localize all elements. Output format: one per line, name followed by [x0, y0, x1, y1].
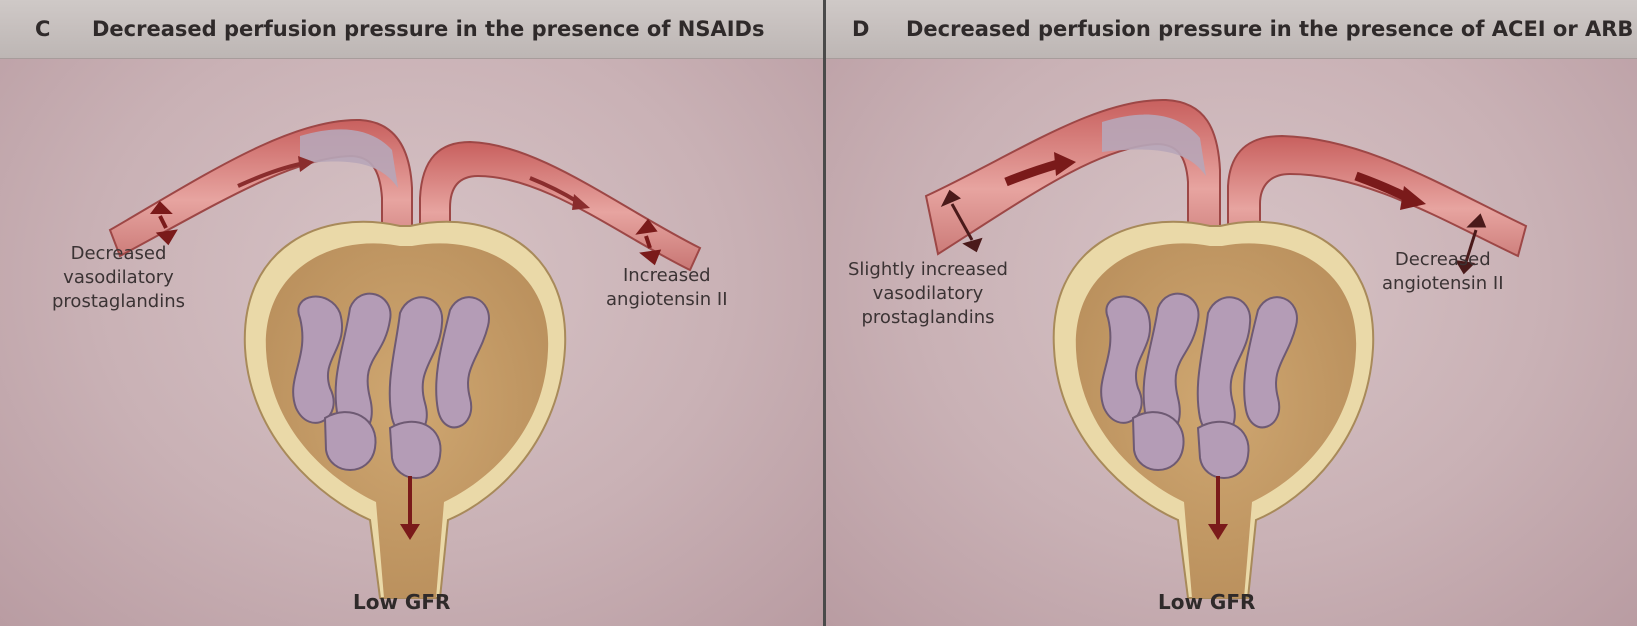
label-line: vasodilatory	[52, 266, 185, 290]
panel-c-header: C Decreased perfusion pressure in the pr…	[0, 0, 823, 59]
panel-c-right-label: Increased angiotensin II	[606, 264, 728, 312]
label-line: angiotensin II	[1382, 272, 1504, 296]
panel-c-left-label: Decreased vasodilatory prostaglandins	[52, 242, 185, 314]
panel-d-letter: D	[852, 17, 869, 41]
label-line: Decreased	[52, 242, 185, 266]
panel-c: C Decreased perfusion pressure in the pr…	[0, 0, 823, 626]
label-line: vasodilatory	[848, 282, 1008, 306]
panel-d-left-label: Slightly increased vasodilatory prostagl…	[848, 258, 1008, 330]
panel-c-output-label: Low GFR	[353, 590, 450, 614]
label-line: Increased	[606, 264, 728, 288]
panel-d-title: Decreased perfusion pressure in the pres…	[906, 17, 1633, 41]
label-line: prostaglandins	[52, 290, 185, 314]
label-line: Slightly increased	[848, 258, 1008, 282]
label-line: prostaglandins	[848, 306, 1008, 330]
panel-d-right-label: Decreased angiotensin II	[1382, 248, 1504, 296]
panel-c-title: Decreased perfusion pressure in the pres…	[92, 17, 764, 41]
panel-d-output-label: Low GFR	[1158, 590, 1255, 614]
panel-d: D Decreased perfusion pressure in the pr…	[826, 0, 1637, 626]
panel-c-illustration	[0, 58, 823, 626]
panel-c-letter: C	[35, 17, 50, 41]
label-line: Decreased	[1382, 248, 1504, 272]
panel-d-illustration	[826, 58, 1637, 626]
panel-d-header: D Decreased perfusion pressure in the pr…	[826, 0, 1637, 59]
label-line: angiotensin II	[606, 288, 728, 312]
